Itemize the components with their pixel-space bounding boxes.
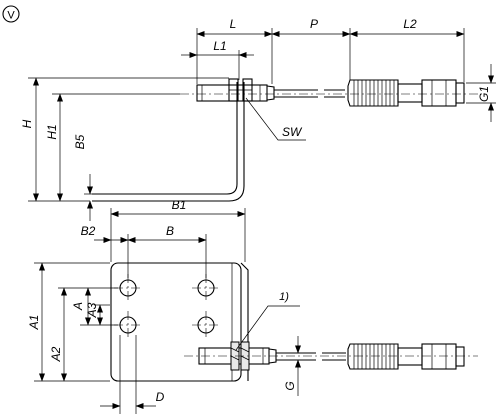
- svg-text:B2: B2: [81, 224, 96, 238]
- svg-text:V: V: [7, 10, 15, 22]
- dim-L2: L2: [349, 17, 465, 82]
- dim-SW: SW: [245, 97, 306, 141]
- svg-text:D: D: [156, 390, 165, 404]
- svg-text:A3: A3: [85, 302, 99, 318]
- bracket-side: [92, 82, 245, 202]
- dim-P: P: [271, 17, 351, 80]
- front-view: B1 B2 B A1 A2: [27, 198, 478, 414]
- dim-B2: B2: [81, 224, 207, 278]
- dim-B1: B1: [110, 198, 246, 262]
- dim-A3: A3: [85, 302, 110, 326]
- svg-text:SW: SW: [282, 125, 303, 139]
- side-view: L P L2 L1 H: [20, 17, 496, 221]
- svg-text:A1: A1: [27, 315, 41, 331]
- svg-text:B: B: [166, 224, 174, 238]
- svg-text:H1: H1: [45, 124, 59, 139]
- dim-B5: B5: [73, 134, 93, 221]
- connector-front: [347, 343, 465, 370]
- svg-text:L: L: [230, 17, 237, 31]
- svg-text:B1: B1: [172, 198, 187, 212]
- connector-side: [347, 79, 465, 107]
- svg-text:P: P: [310, 17, 318, 31]
- svg-text:B5: B5: [73, 134, 87, 149]
- dim-G: G: [276, 336, 304, 396]
- dim-L: L: [196, 17, 273, 84]
- svg-text:G: G: [283, 381, 297, 390]
- svg-text:H: H: [20, 119, 34, 128]
- svg-text:A: A: [71, 302, 85, 311]
- view-marker: V: [2, 5, 20, 23]
- mounting-holes: [114, 274, 220, 339]
- svg-text:A2: A2: [49, 346, 63, 362]
- svg-text:G1: G1: [477, 86, 491, 102]
- dim-H1: H1: [45, 93, 180, 202]
- svg-text:L1: L1: [213, 39, 226, 53]
- svg-text:L2: L2: [403, 17, 417, 31]
- dim-L1: L1: [181, 39, 254, 80]
- dim-A2: A2: [49, 287, 118, 382]
- dim-G1: G1: [466, 64, 496, 122]
- dim-D: D: [100, 335, 165, 414]
- svg-text:1): 1): [279, 291, 289, 303]
- dim-A1: A1: [27, 262, 110, 382]
- footnote-leader: 1): [235, 291, 300, 351]
- dim-B: B: [127, 224, 207, 243]
- sensor-body-side: [196, 78, 345, 102]
